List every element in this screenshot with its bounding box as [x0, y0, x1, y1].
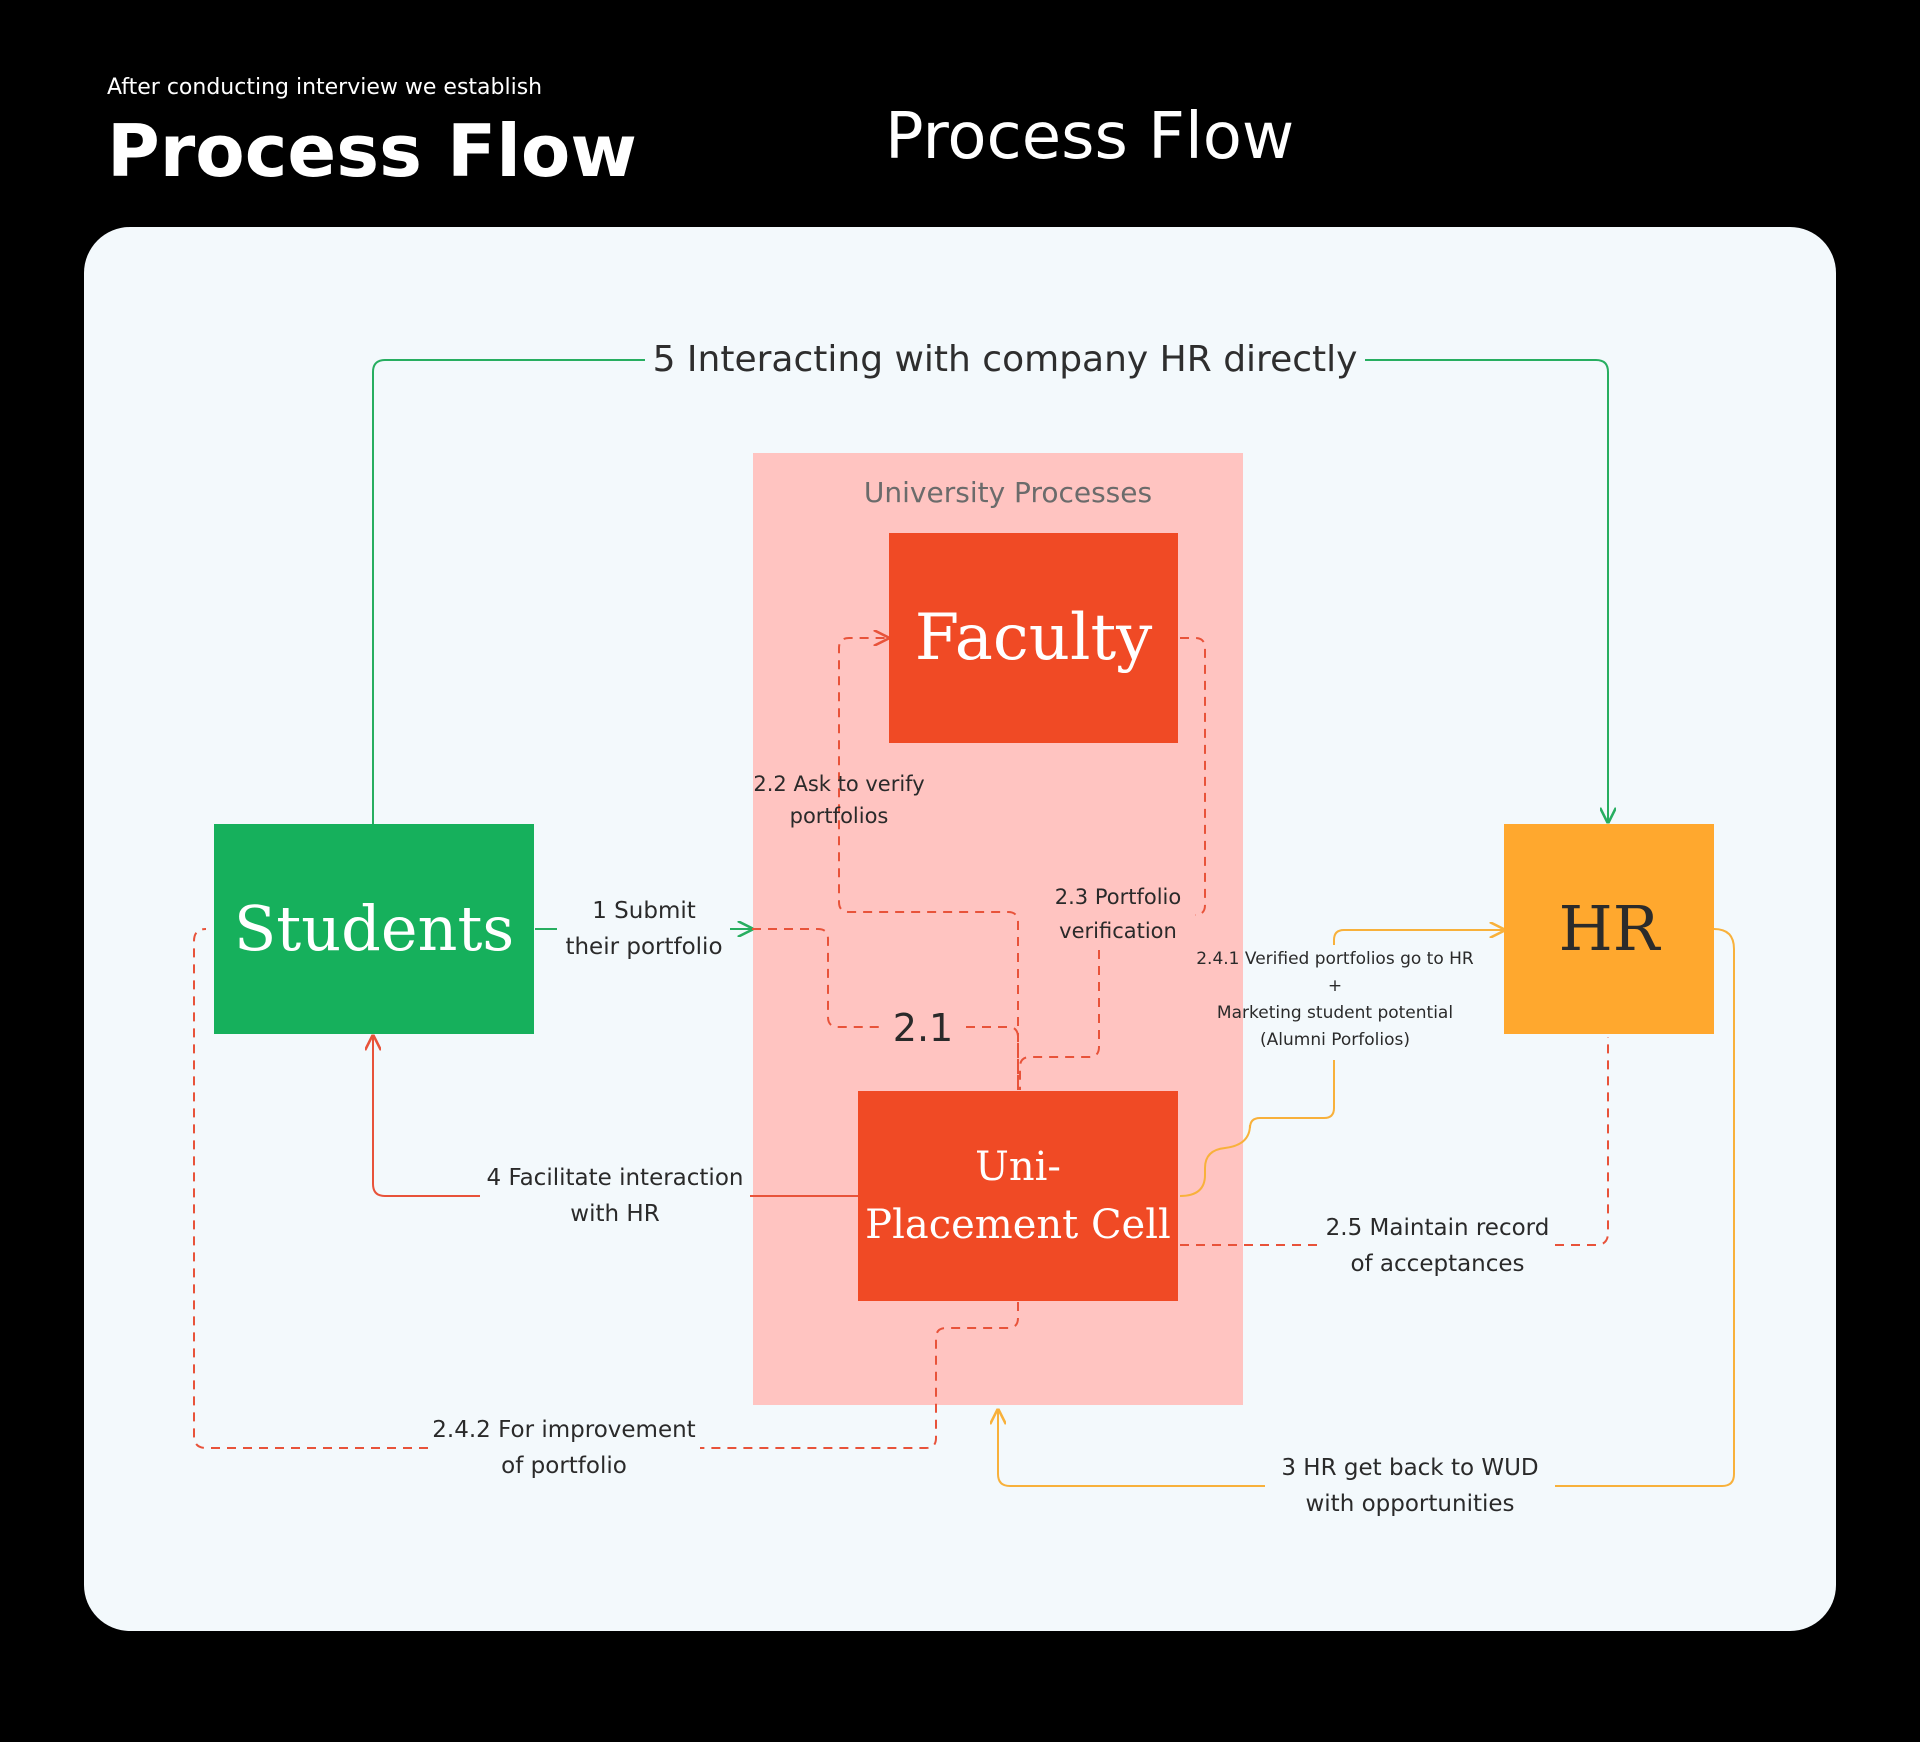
group-label: University Processes: [863, 476, 1153, 509]
label-verification: 2.3 Portfolio verification: [1054, 885, 1182, 943]
diagram-title: Process Flow: [885, 100, 1295, 174]
line-verified-go-hr: [1179, 1060, 1335, 1197]
students-node: Students: [214, 824, 534, 1034]
label-maintain: 2.5 Maintain record of acceptances: [1325, 1215, 1550, 1277]
label-verified-go-hr: 2.4.1 Verified portfolios go to HR + Mar…: [1196, 949, 1474, 1050]
label-interacting-hr: 5 Interacting with company HR directly: [652, 339, 1358, 380]
page-subtitle: After conducting interview we establish: [107, 75, 543, 100]
label-improvement: 2.4.2 For improvement of portfolio: [432, 1417, 696, 1479]
label-hr-back: 3 HR get back to WUD with opportunities: [1281, 1455, 1539, 1517]
line-verification: [1180, 637, 1206, 916]
placement-cell-node: Uni- Placement Cell: [858, 1091, 1178, 1301]
hr-node: HR: [1504, 824, 1714, 1034]
label-ask-verify: 2.2 Ask to verify portfolios: [753, 772, 925, 828]
faculty-node: Faculty: [889, 533, 1178, 743]
line-interacting-hr: [372, 359, 645, 824]
label-step-2-1: 2.1: [892, 1006, 954, 1050]
students-label: Students: [233, 891, 515, 965]
label-submit: 1 Submit their portfolio: [565, 898, 723, 960]
faculty-label: Faculty: [914, 600, 1153, 675]
page-title: Process Flow: [107, 109, 637, 193]
line-hr-back: [1555, 928, 1735, 1487]
label-facilitate: 4 Facilitate interaction with HR: [486, 1165, 744, 1227]
placement-cell-label: Uni- Placement Cell: [865, 1144, 1171, 1248]
hr-label: HR: [1558, 891, 1660, 965]
line-improvement: [700, 1302, 1019, 1449]
